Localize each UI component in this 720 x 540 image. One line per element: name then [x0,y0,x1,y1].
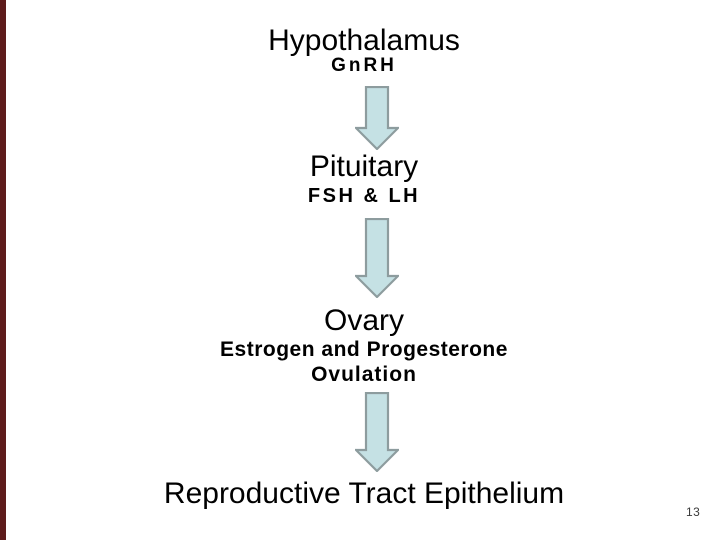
hormone-cascade-diagram: Hypothalamus GnRH Pituitary FSH & LH Ova… [8,0,720,540]
node-hypothalamus-title: Hypothalamus [268,24,460,57]
down-arrow-shape [355,86,399,150]
down-arrow-shape [355,218,399,298]
node-hypothalamus-hormone: GnRH [331,55,397,76]
slide-page-number: 13 [686,505,701,519]
node-pituitary-hormone: FSH & LH [307,185,421,207]
down-arrow-icon [355,218,399,298]
node-ovary-title: Ovary [323,304,404,337]
node-ovary-event: Ovulation [311,363,417,386]
node-ovary-hormones: Estrogen and Progesterone [220,338,508,361]
left-accent-bar [0,0,6,540]
node-pituitary-title: Pituitary [309,150,419,183]
node-reproductive-tract-title: Reproductive Tract Epithelium [163,477,565,510]
down-arrow-icon [355,86,399,150]
down-arrow-shape [355,392,399,472]
down-arrow-icon [355,392,399,472]
